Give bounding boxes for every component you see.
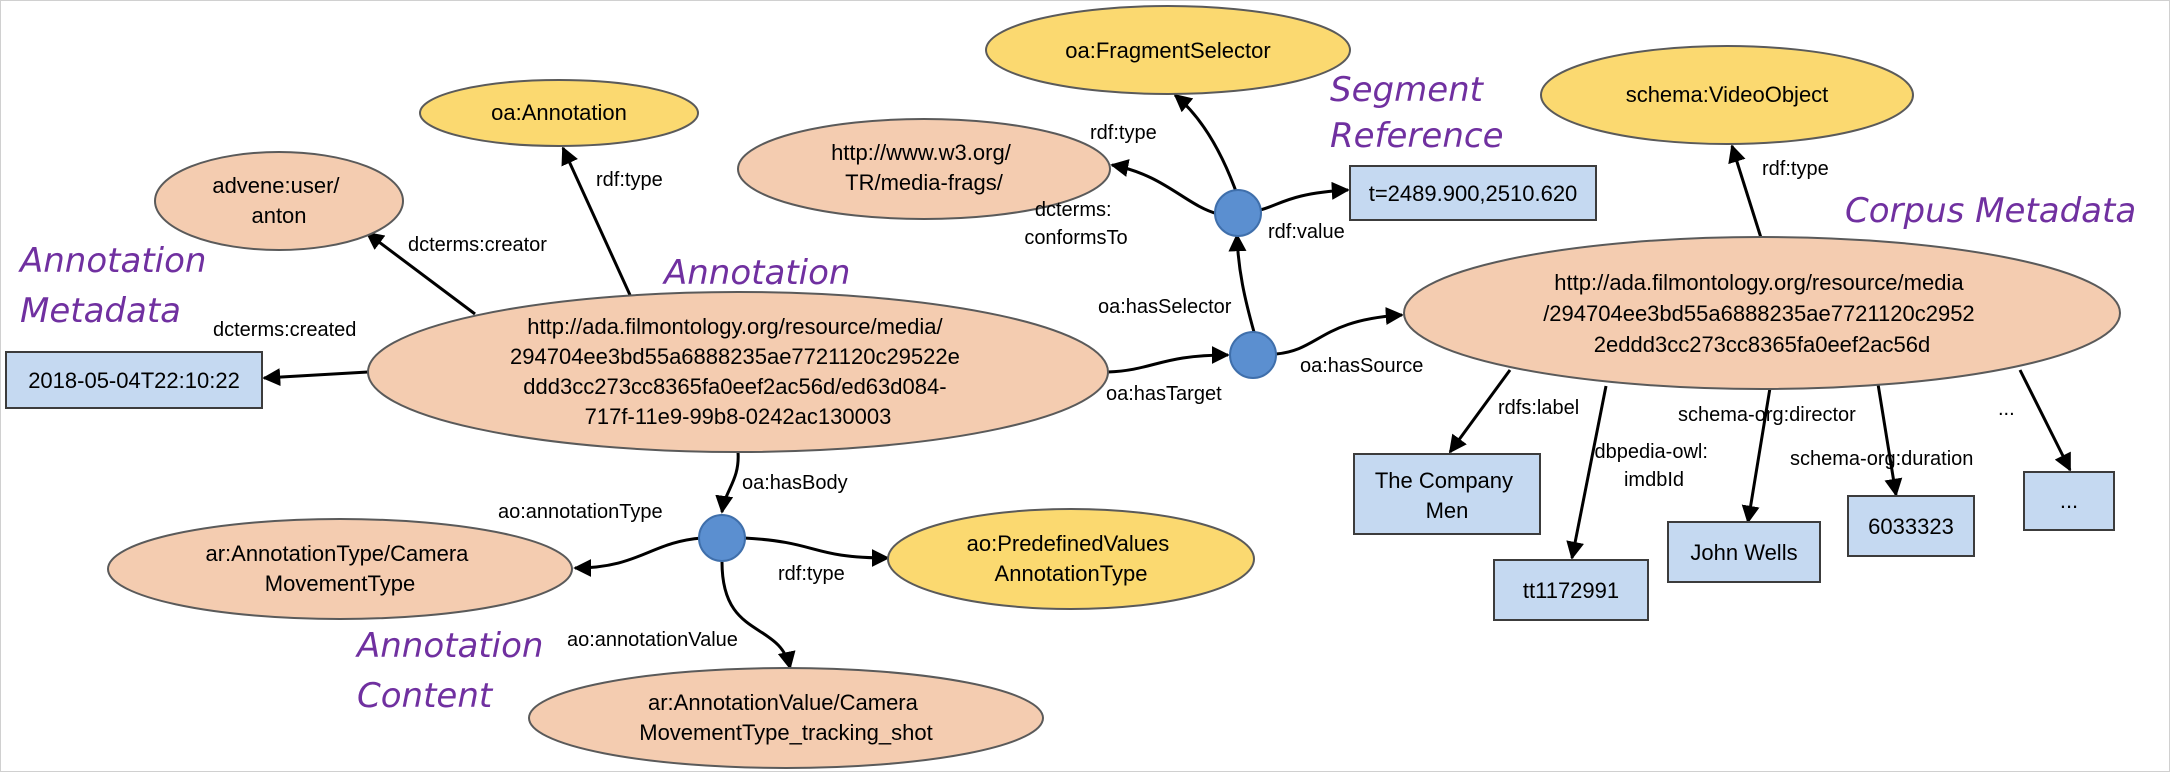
label-duration: schema-org:duration (1790, 448, 1973, 470)
node-company-men: The Company Men (1353, 453, 1541, 535)
node-fragment-selector: oa:FragmentSelector (985, 5, 1351, 95)
section-annotation-metadata: Annotation Metadata (18, 241, 217, 331)
node-annotation-type-shape (107, 518, 573, 620)
section-annotation-content: Annotation Content (355, 626, 554, 716)
node-annotation-uri: http://ada.filmontology.org/resource/med… (367, 291, 1109, 453)
edge-rdfs-label (1448, 369, 1512, 454)
edge-rdf-value (1259, 181, 1350, 212)
edge-has-body (715, 451, 740, 514)
label-conformsto: dcterms: conformsTo (1024, 199, 1127, 249)
node-annotation-uri-text: http://ada.filmontology.org/resource/med… (510, 314, 966, 429)
node-company-men-text: The Company Men (1375, 468, 1519, 523)
edge-rdf-type-predefined (743, 536, 890, 567)
label-annotation-type: ao:annotationType (498, 501, 663, 523)
edge-rdf-type-selector (1173, 93, 1240, 198)
node-annotation-type-text: ar:AnnotationType/Camera MovementType (205, 541, 474, 596)
node-ellipsis-box-shape (2023, 471, 2115, 531)
label-rdf-type-video: rdf:type (1762, 158, 1829, 180)
label-rdf-value: rdf:value (1268, 221, 1345, 243)
node-annotation-uri-shape (367, 291, 1109, 453)
edge-rdf-type-annotation (561, 146, 632, 296)
node-fragment-selector-text: oa:FragmentSelector (1065, 38, 1270, 63)
edge-imdbid (1566, 385, 1608, 560)
node-video-object: schema:VideoObject (1540, 45, 1914, 145)
edge-created (262, 368, 369, 387)
section-corpus-metadata: Corpus Metadata (1845, 191, 2136, 231)
node-imdb-id-shape (1493, 559, 1649, 621)
label-director: schema-org:director (1678, 404, 1856, 426)
node-john-wells-shape (1667, 521, 1821, 583)
node-w3-mediafrags: http://www.w3.org/ TR/media-frags/ (737, 118, 1111, 220)
section-segment-reference: Segment Reference (1330, 70, 1504, 156)
node-fragment-selector-shape (985, 5, 1351, 95)
blank-node-body (698, 514, 746, 562)
label-rdf-type-annotation: rdf:type (596, 169, 663, 191)
edge-ellipsis (2018, 369, 2072, 472)
node-video-object-text: schema:VideoObject (1626, 82, 1829, 107)
section-annotation: Annotation (662, 253, 850, 293)
node-duration-text: 6033323 (1868, 514, 1954, 539)
node-created-value-text: 2018-05-04T22:10:22 (28, 368, 240, 393)
label-rdf-type-selector: rdf:type (1090, 122, 1157, 144)
edge-rdf-type-video (1728, 144, 1764, 242)
node-w3-mediafrags-text: http://www.w3.org/ TR/media-frags/ (831, 140, 1017, 195)
node-advene-user-shape (154, 151, 404, 251)
node-ellipsis-box: ... (2023, 471, 2115, 531)
node-duration: 6033323 (1847, 495, 1975, 557)
label-creator: dcterms:creator (408, 234, 547, 256)
node-ellipsis-box-text: ... (2060, 488, 2078, 513)
edge-conformsto (1110, 159, 1219, 216)
blank-node-selector (1214, 189, 1262, 237)
node-oa-annotation: oa:Annotation (419, 79, 699, 147)
node-imdb-id: tt1172991 (1493, 559, 1649, 621)
node-media-uri-shape (1403, 236, 2121, 390)
label-rdf-type-predefined: rdf:type (778, 563, 845, 585)
label-annotation-value: ao:annotationValue (567, 629, 738, 651)
edge-annotation-type (573, 536, 703, 577)
label-rdfs-label: rdfs:label (1498, 397, 1579, 419)
node-annotation-type: ar:AnnotationType/Camera MovementType (107, 518, 573, 620)
node-predefined-values-text: ao:PredefinedValues AnnotationType (967, 531, 1176, 586)
node-john-wells-text: John Wells (1690, 540, 1797, 565)
label-has-target: oa:hasTarget (1106, 383, 1222, 405)
blank-node-target (1229, 331, 1277, 379)
node-predefined-values: ao:PredefinedValues AnnotationType (887, 508, 1255, 610)
edge-has-selector (1228, 233, 1256, 333)
node-advene-user: advene:user/ anton (154, 151, 404, 251)
node-oa-annotation-shape (419, 79, 699, 147)
edge-has-source (1275, 307, 1404, 356)
edge-has-target (1107, 346, 1230, 374)
label-created: dcterms:created (213, 319, 356, 341)
node-annotation-value: ar:AnnotationValue/Camera MovementType_t… (528, 667, 1044, 769)
edge-creator (365, 231, 476, 316)
node-annotation-value-shape (528, 667, 1044, 769)
node-created-value: 2018-05-04T22:10:22 (5, 351, 263, 409)
label-has-selector: oa:hasSelector (1098, 296, 1232, 318)
node-imdb-id-text: tt1172991 (1523, 578, 1619, 603)
node-advene-user-text: advene:user/ anton (212, 173, 345, 228)
node-duration-shape (1847, 495, 1975, 557)
label-has-body: oa:hasBody (742, 472, 848, 494)
label-imdbid: dbpedia-owl: imdbId (1595, 441, 1714, 491)
node-w3-mediafrags-shape (737, 118, 1111, 220)
node-created-value-shape (5, 351, 263, 409)
edge-director (1741, 387, 1772, 524)
node-oa-annotation-text: oa:Annotation (491, 100, 627, 125)
node-predefined-values-shape (887, 508, 1255, 610)
edge-annotation-value (720, 561, 796, 670)
node-media-uri: http://ada.filmontology.org/resource/med… (1403, 236, 2121, 390)
node-t-value: t=2489.900,2510.620 (1349, 165, 1597, 221)
label-has-source: oa:hasSource (1300, 355, 1423, 377)
node-company-men-shape (1353, 453, 1541, 535)
edge-duration (1876, 383, 1903, 497)
node-media-uri-text: http://ada.filmontology.org/resource/med… (1543, 270, 1981, 357)
node-t-value-text: t=2489.900,2510.620 (1369, 181, 1578, 206)
node-video-object-shape (1540, 45, 1914, 145)
node-annotation-value-text: ar:AnnotationValue/Camera MovementType_t… (639, 690, 933, 745)
node-john-wells: John Wells (1667, 521, 1821, 583)
label-ellipsis-edge: ... (1998, 398, 2015, 420)
node-t-value-shape (1349, 165, 1597, 221)
